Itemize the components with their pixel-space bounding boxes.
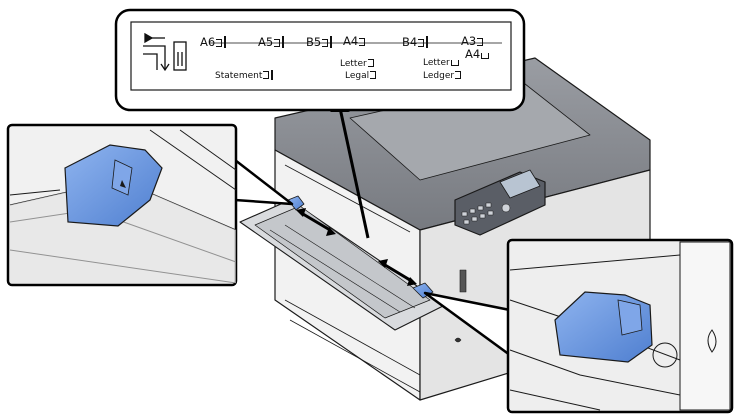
portrait-paper-icon: [216, 39, 223, 47]
label-ledger-text: Ledger: [423, 71, 455, 81]
label-legal-text: Legal: [345, 71, 370, 81]
portrait-paper-icon: [370, 71, 377, 79]
label-letter: Letter: [340, 59, 374, 69]
label-a4-text: A4: [343, 34, 359, 48]
inset-right: [506, 238, 734, 414]
label-a5: A5: [258, 35, 285, 49]
label-legal: Legal: [345, 71, 377, 81]
label-b5-text: B5: [306, 35, 322, 49]
portrait-paper-icon: [359, 38, 366, 46]
label-a6-text: A6: [200, 35, 216, 49]
label-b5: B5: [306, 35, 333, 49]
label-statement: Statement: [215, 70, 273, 81]
portrait-paper-icon: [367, 59, 374, 67]
inset-left: [6, 123, 238, 287]
label-a4: A4: [343, 34, 366, 48]
label-a4-landscape: A4: [465, 47, 490, 61]
portrait-paper-icon: [418, 39, 425, 47]
tick-mark: [271, 70, 273, 80]
portrait-paper-icon: [322, 39, 329, 47]
paper-guide-left: [287, 195, 305, 211]
label-ledger: Ledger: [423, 71, 462, 81]
label-statement-text: Statement: [215, 71, 263, 81]
portrait-paper-icon: [455, 71, 462, 79]
landscape-paper-icon: [481, 53, 490, 59]
label-a6: A6: [200, 35, 227, 49]
label-letter-landscape: Letter: [423, 59, 459, 68]
label-a3: A3: [461, 34, 484, 48]
slide-arrows: [302, 212, 411, 282]
paper-feed-icon: [143, 32, 170, 72]
label-b4-text: B4: [402, 35, 418, 49]
landscape-paper-icon: [450, 60, 459, 66]
portrait-paper-icon: [274, 39, 281, 47]
tick-mark: [282, 36, 285, 48]
label-b4: B4: [402, 35, 429, 49]
panel-display: [499, 169, 541, 199]
paper-stack-icon: [173, 41, 187, 71]
tick-mark: [330, 36, 333, 48]
label-a4-landscape-text: A4: [465, 47, 481, 61]
tick-mark: [224, 36, 227, 48]
label-letter-text: Letter: [340, 59, 367, 69]
label-letter-landscape-text: Letter: [423, 58, 450, 68]
scale-callout: [114, 8, 526, 112]
portrait-paper-icon: [477, 38, 484, 46]
portrait-paper-icon: [263, 71, 270, 79]
tick-mark: [426, 36, 429, 48]
panel-buttons: [461, 202, 511, 225]
label-a5-text: A5: [258, 35, 274, 49]
label-a3-text: A3: [461, 34, 477, 48]
